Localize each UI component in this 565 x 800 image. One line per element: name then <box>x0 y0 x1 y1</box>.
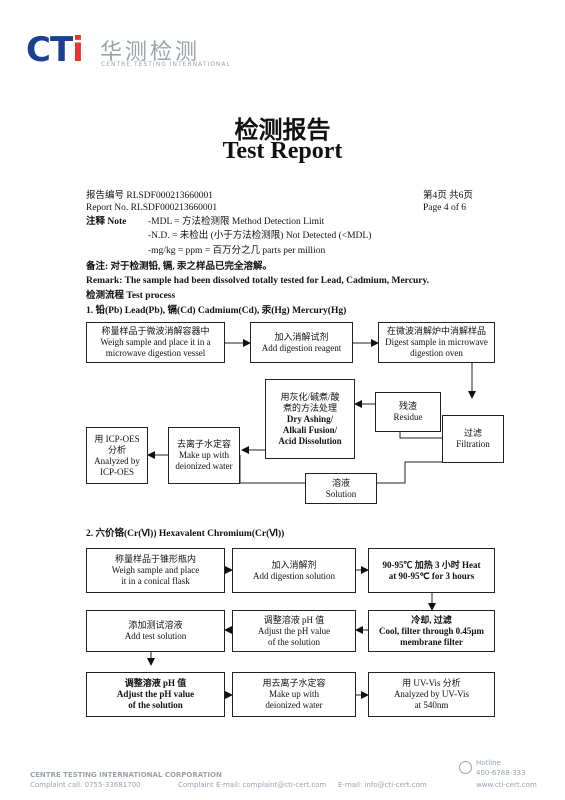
step-digest-microwave-oven: 在微波消解炉中消解样品 Digest sample in microwave d… <box>378 322 495 363</box>
report-title-cn: 检测报告 <box>234 115 331 144</box>
step-text-cn: 残渣 <box>398 401 417 411</box>
page-number-cn: 第4页 共6页 <box>423 191 473 201</box>
footer-hotline: 400-6788-333 <box>476 769 526 777</box>
page-number-en: Page 4 of 6 <box>423 203 467 213</box>
footer-complaint-call: Complaint call: 0755-33681700 <box>30 781 141 789</box>
footer-hotline-label: Hotline <box>476 759 501 767</box>
step-make-up-deionized-water-2: 用去离子水定容 Make up with deionized water <box>232 672 356 717</box>
note-label: 注释 Note <box>86 217 127 227</box>
step-add-digestion-reagent: 加入消解试剂 Add digestion reagent <box>250 322 353 363</box>
step-text-cn: 去离子水定容 <box>176 439 231 449</box>
footer-website: www.cti-cert.com <box>476 781 537 789</box>
step-text-en: Solution <box>325 488 357 499</box>
step-text-en: of the solution <box>268 636 320 647</box>
step-text-cn: 分析 <box>107 444 126 455</box>
step-text-cn: 称量样品于微波消解容器中 <box>101 326 210 336</box>
step-text-en: deionized water <box>265 700 323 710</box>
note-mdl: -MDL = 方法检测限 Method Detection Limit <box>148 217 325 227</box>
step-cool-filter: 冷却, 过滤 Cool, filter through 0.45μm membr… <box>368 610 495 652</box>
step-text-en: ICP-OES <box>99 466 134 477</box>
step-text-en: Make up with <box>179 450 229 460</box>
step-text-en: of the solution <box>128 700 183 710</box>
note-ppm: -mg/kg = ppm = 百万分之几 parts per million <box>148 246 326 256</box>
step-filtration: 过滤 Filtration <box>442 415 504 463</box>
process-title: 检测流程 Test process <box>86 291 176 301</box>
step-text-en: Dry Ashing/ <box>286 413 334 424</box>
report-number-en: Report No. RLSDF000213660001 <box>86 203 218 213</box>
step-analyze-icp-oes: 用 ICP-OES 分析 Analyzed by ICP-OES <box>86 427 148 484</box>
step-text-en: Make up with <box>269 689 319 699</box>
step-text-en: microwave digestion vessel <box>105 348 206 358</box>
step-text-cn: 调整溶液 pH 值 <box>263 614 325 625</box>
step-residue: 残渣 Residue <box>375 392 441 432</box>
step-text-cn: 加入消解剂 <box>271 559 317 570</box>
step-text-cn: 调整溶液 pH 值 <box>124 678 187 688</box>
step-analyze-uv-vis: 用 UV-Vis 分析 Analyzed by UV-Vis at 540nm <box>368 672 495 717</box>
phone-icon <box>459 761 472 774</box>
step-text-en: digestion oven <box>410 348 463 358</box>
logo-text: CT <box>26 30 73 70</box>
step-text-cn: 加入消解试剂 <box>274 331 329 342</box>
step-weigh-sample-flask: 称量样品于锥形瓶内 Weigh sample and place it in a… <box>86 548 225 593</box>
step-dry-ashing: 用灰化/碱煮/酸 煮的方法处理 Dry Ashing/ Alkali Fusio… <box>265 379 355 459</box>
step-text-cn: 称量样品于锥形瓶内 <box>114 554 196 564</box>
section1-heading: 1. 铅(Pb) Lead(Pb), 镉(Cd) Cadmium(Cd), 汞(… <box>86 306 347 316</box>
step-text-cn: 在微波消解炉中消解样品 <box>386 326 486 336</box>
step-text-en: Residue <box>393 412 423 422</box>
footer-email: E-mail: info@cti-cert.com <box>338 781 427 789</box>
step-add-digestion-solution: 加入消解剂 Add digestion solution <box>232 548 356 593</box>
report-title-en: Test Report <box>222 138 343 164</box>
section2-heading: 2. 六价铬(Cr(Ⅵ)) Hexavalent Chromium(Cr(Ⅵ)) <box>86 529 285 539</box>
step-text-en: at 90-95℃ for 3 hours <box>388 570 475 581</box>
step-text-en: 用 ICP-OES <box>94 433 140 444</box>
step-adjust-ph-2: 调整溶液 pH 值 Adjust the pH value of the sol… <box>86 672 225 717</box>
logo-i: i <box>72 30 84 70</box>
step-text-en: Analyzed by <box>94 455 140 466</box>
step-text-mixed: 用 UV-Vis 分析 <box>402 678 461 688</box>
step-text-en: deionized water <box>175 461 233 471</box>
cti-logo: CTi <box>26 30 84 70</box>
report-number-cn: 报告编号 RLSDF000213660001 <box>86 191 213 201</box>
step-solution: 溶液 Solution <box>305 473 377 504</box>
step-make-up-deionized-water: 去离子水定容 Make up with deionized water <box>168 427 240 484</box>
step-text-en: Adjust the pH value <box>257 625 331 636</box>
step-text-en: membrane filter <box>400 636 463 647</box>
step-text-en: Weigh sample and place it in a <box>100 337 211 347</box>
step-text-cn: 煮的方法处理 <box>282 402 337 413</box>
step-text-cn: 添加测试溶液 <box>128 620 183 630</box>
step-text-en: Filtration <box>456 439 490 449</box>
step-text-cn: 用去离子水定容 <box>262 678 326 688</box>
footer-company: CENTRE TESTING INTERNATIONAL CORPORATION <box>30 771 222 779</box>
step-text-mixed: 90-95℃ 加热 3 小时 Heat <box>382 559 481 570</box>
remark-en: Remark: The sample had been dissolved to… <box>86 276 430 286</box>
step-add-test-solution: 添加测试溶液 Add test solution <box>86 610 225 652</box>
remark-cn: 备注: 对于检测铅, 镉, 汞之样品已完全溶解。 <box>86 262 273 272</box>
step-heat: 90-95℃ 加热 3 小时 Heat at 90-95℃ for 3 hour… <box>368 548 495 593</box>
step-text-cn: 溶液 <box>331 477 350 488</box>
step-text-en: Alkali Fusion/ <box>282 424 338 435</box>
step-text-en: Weigh sample and place <box>111 565 200 575</box>
step-text-en: Acid Dissolution <box>278 435 342 446</box>
logo-english-name: CENTRE TESTING INTERNATIONAL <box>101 61 231 68</box>
step-text-en: Add digestion solution <box>252 570 335 581</box>
step-text-cn: 过滤 <box>463 428 482 438</box>
step-text-en: Add test solution <box>124 631 187 641</box>
step-text-en: it in a conical flask <box>121 576 190 586</box>
step-text-en: Digest sample in microwave <box>385 337 488 347</box>
footer-complaint-email: Complaint E-mail: complaint@cti-cert.com <box>178 781 327 789</box>
step-text-en: Analyzed by UV-Vis <box>393 689 470 699</box>
step-text-cn: 用灰化/碱煮/酸 <box>280 391 340 402</box>
step-text-en: Adjust the pH value <box>116 689 195 699</box>
logo-chinese-name: 华测检测 <box>100 40 201 65</box>
step-adjust-ph-1: 调整溶液 pH 值 Adjust the pH value of the sol… <box>232 610 356 652</box>
step-text-en: at 540nm <box>414 700 449 710</box>
step-text-en: Cool, filter through 0.45μm <box>378 625 485 636</box>
step-text-en: Add digestion reagent <box>261 342 342 353</box>
step-weigh-sample-microwave: 称量样品于微波消解容器中 Weigh sample and place it i… <box>86 322 225 363</box>
note-nd: -N.D. = 未检出 (小于方法检测限) Not Detected (<MDL… <box>148 231 372 241</box>
step-text-cn: 冷却, 过滤 <box>411 614 452 625</box>
